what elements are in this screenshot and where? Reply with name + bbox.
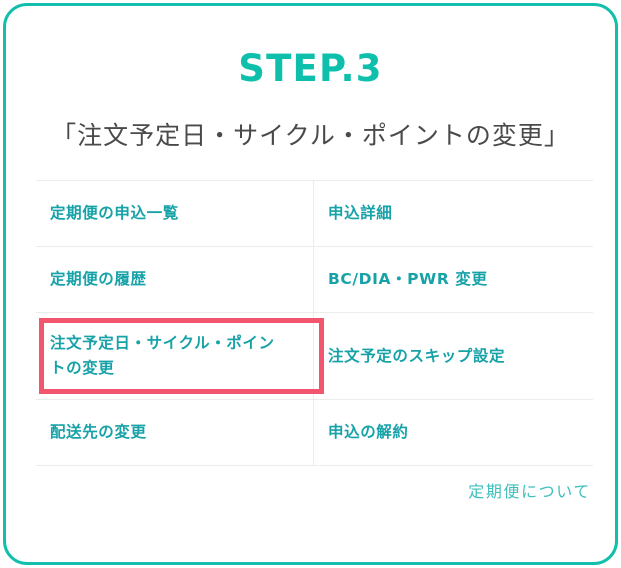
step-card-inner: STEP.3 「注文予定日・サイクル・ポイントの変更」 定期便の申込一覧 申込詳… — [6, 6, 615, 562]
menu-item-subscription-application-list[interactable]: 定期便の申込一覧 — [36, 181, 314, 246]
menu-item-label: 注文予定のスキップ設定 — [328, 346, 506, 365]
menu-item-label: 定期便の履歴 — [50, 270, 147, 288]
menu-item-cancel-application[interactable]: 申込の解約 — [314, 400, 593, 465]
table-row: 配送先の変更 申込の解約 — [36, 400, 593, 466]
menu-item-subscription-history[interactable]: 定期便の履歴 — [36, 247, 314, 312]
menu-item-label: 申込の解約 — [328, 423, 409, 441]
menu-item-order-date-cycle-point-change[interactable]: 注文予定日・サイクル・ポイントの変更 — [36, 313, 314, 399]
table-row: 定期便の履歴 BC/DIA・PWR 変更 — [36, 247, 593, 313]
menu-item-label: BC/DIA・PWR 変更 — [328, 270, 488, 288]
menu-table: 定期便の申込一覧 申込詳細 定期便の履歴 BC/DIA・PWR 変更 — [36, 180, 593, 466]
page-subtitle: 「注文予定日・サイクル・ポイントの変更」 — [51, 121, 570, 150]
table-row: 注文予定日・サイクル・ポイントの変更 注文予定のスキップ設定 — [36, 313, 593, 400]
step-card-frame: STEP.3 「注文予定日・サイクル・ポイントの変更」 定期便の申込一覧 申込詳… — [3, 3, 618, 565]
page-title: STEP.3 — [238, 47, 383, 90]
footer-link-row: 定期便について — [36, 480, 593, 504]
menu-item-label: 定期便の申込一覧 — [50, 204, 179, 222]
menu-item-label: 注文予定日・サイクル・ポイントの変更 — [50, 334, 275, 377]
menu-item-label: 申込詳細 — [328, 204, 393, 222]
menu-item-order-skip-setting[interactable]: 注文予定のスキップ設定 — [314, 313, 593, 399]
menu-item-bc-dia-pwr-change[interactable]: BC/DIA・PWR 変更 — [314, 247, 593, 312]
about-subscription-link[interactable]: 定期便について — [468, 482, 591, 501]
menu-item-label: 配送先の変更 — [50, 423, 147, 441]
menu-item-application-details[interactable]: 申込詳細 — [314, 181, 593, 246]
table-row: 定期便の申込一覧 申込詳細 — [36, 181, 593, 247]
menu-item-shipping-address-change[interactable]: 配送先の変更 — [36, 400, 314, 465]
